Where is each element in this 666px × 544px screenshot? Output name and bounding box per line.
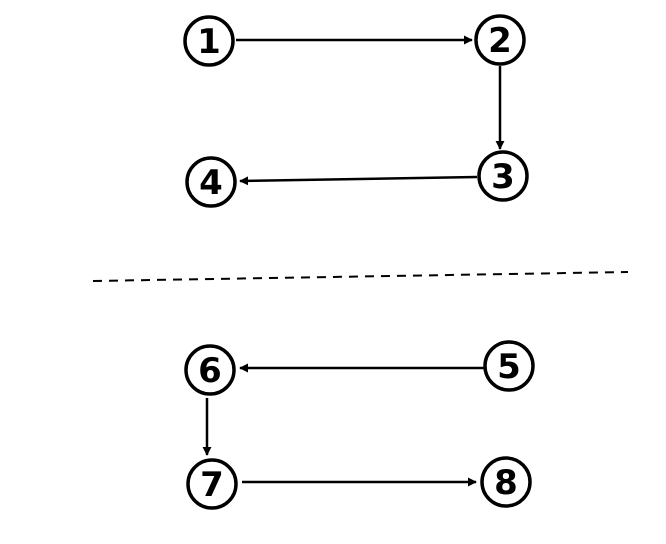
node-label: 8 — [494, 463, 518, 503]
node-label: 3 — [491, 157, 515, 197]
node-4: 4 — [185, 156, 237, 208]
node-circle — [186, 458, 238, 510]
node-circle — [480, 456, 532, 508]
node-8: 8 — [480, 456, 532, 508]
node-1: 1 — [183, 15, 235, 67]
node-label: 4 — [199, 163, 223, 203]
node-label: 6 — [198, 351, 222, 391]
node-label: 1 — [197, 22, 221, 62]
node-label: 2 — [488, 21, 512, 61]
node-7: 7 — [186, 458, 238, 510]
node-3: 3 — [477, 150, 529, 202]
node-circle — [477, 150, 529, 202]
node-circle — [483, 340, 535, 392]
node-2: 2 — [474, 14, 526, 66]
edges — [202, 35, 505, 487]
node-5: 5 — [483, 340, 535, 392]
dashed-divider — [92, 271, 629, 282]
node-circle — [185, 156, 237, 208]
node-label: 7 — [200, 465, 224, 505]
node-label: 5 — [497, 347, 521, 387]
node-circle — [184, 344, 236, 396]
node-6: 6 — [184, 344, 236, 396]
node-circle — [183, 15, 235, 67]
node-circle — [474, 14, 526, 66]
edge-3-to-4 — [239, 175, 478, 186]
